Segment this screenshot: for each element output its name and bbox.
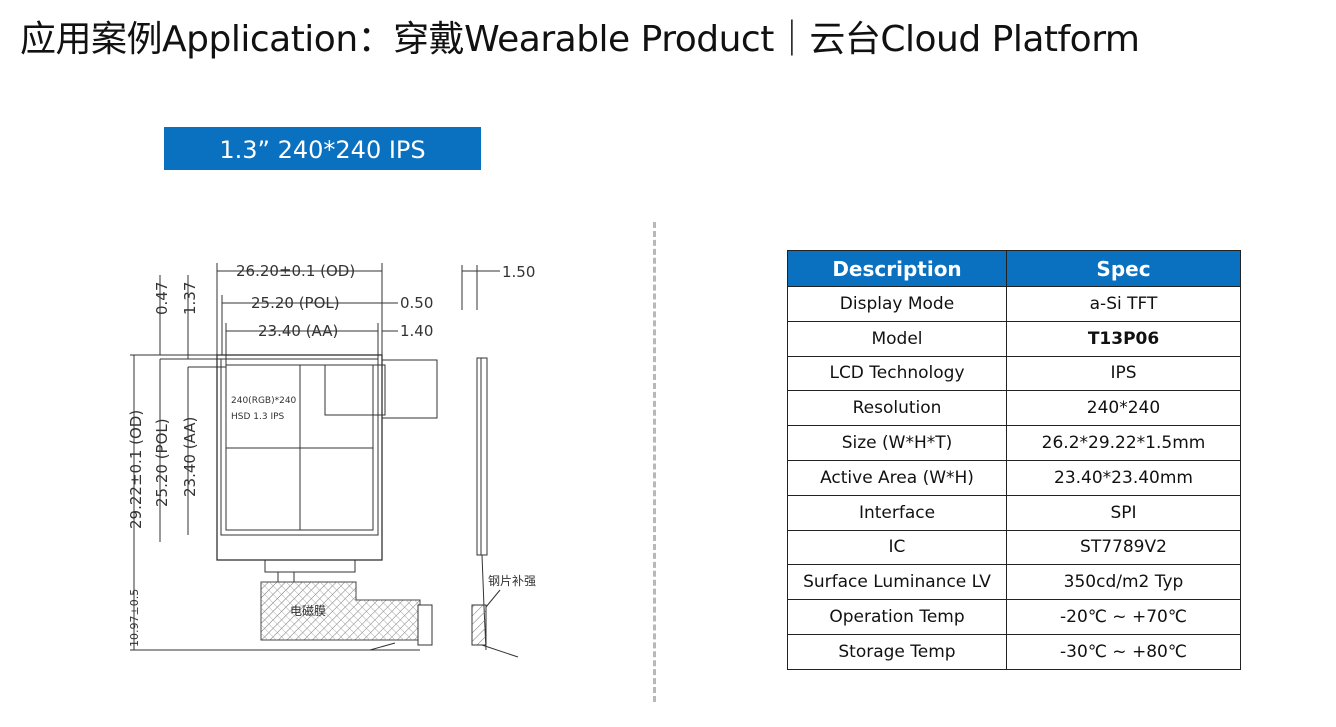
row-label: Surface Luminance LV <box>787 564 1007 601</box>
row-value: 23.40*23.40mm <box>1006 459 1241 496</box>
row-label: Resolution <box>787 390 1007 427</box>
dim-od-height: 29.22±0.1 (OD) <box>127 410 145 529</box>
row-value: T13P06 <box>1006 320 1241 357</box>
dim-aa-width: 23.40 (AA) <box>258 322 338 340</box>
mechanical-drawing: 26.20±0.1 (OD) 25.20 (POL) 23.40 (AA) 0.… <box>127 262 536 658</box>
row-label: Display Mode <box>787 286 1007 322</box>
dim-0-47: 0.47 <box>153 282 171 315</box>
dim-fpc-length: 10.97±0.5 <box>128 589 141 647</box>
row-label: LCD Technology <box>787 355 1007 392</box>
row-label: Size (W*H*T) <box>787 425 1007 461</box>
dim-pol-width: 25.20 (POL) <box>251 294 340 312</box>
header-description: Description <box>787 250 1007 287</box>
row-value: SPI <box>1006 494 1241 531</box>
row-value: ST7789V2 <box>1006 529 1241 566</box>
table-row: Size (W*H*T)26.2*29.22*1.5mm <box>787 425 1241 461</box>
row-label: Model <box>787 320 1007 357</box>
screen-spec-line2: HSD 1.3 IPS <box>231 412 285 422</box>
row-value: 26.2*29.22*1.5mm <box>1006 425 1241 461</box>
dim-1-37: 1.37 <box>181 282 199 315</box>
dim-od-width: 26.20±0.1 (OD) <box>236 262 355 280</box>
row-label: IC <box>787 529 1007 566</box>
header-spec: Spec <box>1006 250 1241 287</box>
shield-film-label: 电磁膜 <box>290 603 326 618</box>
dim-pol-height: 25.20 (POL) <box>153 418 171 507</box>
row-label: Operation Temp <box>787 599 1007 635</box>
steel-stiffener-label: 钢片补强 <box>488 574 536 588</box>
table-row: Active Area (W*H)23.40*23.40mm <box>787 459 1241 496</box>
row-value: a-Si TFT <box>1006 286 1241 322</box>
section-divider <box>653 222 656 702</box>
product-badge: 1.3” 240*240 IPS <box>164 127 481 170</box>
row-label: Interface <box>787 494 1007 531</box>
row-label: Active Area (W*H) <box>787 459 1007 496</box>
dim-1-40: 1.40 <box>400 322 433 340</box>
page-title: 应用案例Application：穿戴Wearable Product｜云台Clo… <box>20 19 1140 60</box>
dim-thickness: 1.50 <box>502 263 535 281</box>
screen-spec-line1: 240(RGB)*240 <box>231 396 297 406</box>
row-label: Storage Temp <box>787 633 1007 670</box>
table-row: Operation Temp-20℃ ~ +70℃ <box>787 599 1241 635</box>
dim-aa-height: 23.40 (AA) <box>181 417 199 497</box>
row-value: IPS <box>1006 355 1241 392</box>
row-value: -30℃ ~ +80℃ <box>1006 633 1241 670</box>
table-row: Storage Temp-30℃ ~ +80℃ <box>787 633 1241 670</box>
row-value: -20℃ ~ +70℃ <box>1006 599 1241 635</box>
row-value: 240*240 <box>1006 390 1241 427</box>
dim-0-50: 0.50 <box>400 294 433 312</box>
row-value: 350cd/m2 Typ <box>1006 564 1241 601</box>
table-header-row: Description Spec <box>787 250 1241 287</box>
